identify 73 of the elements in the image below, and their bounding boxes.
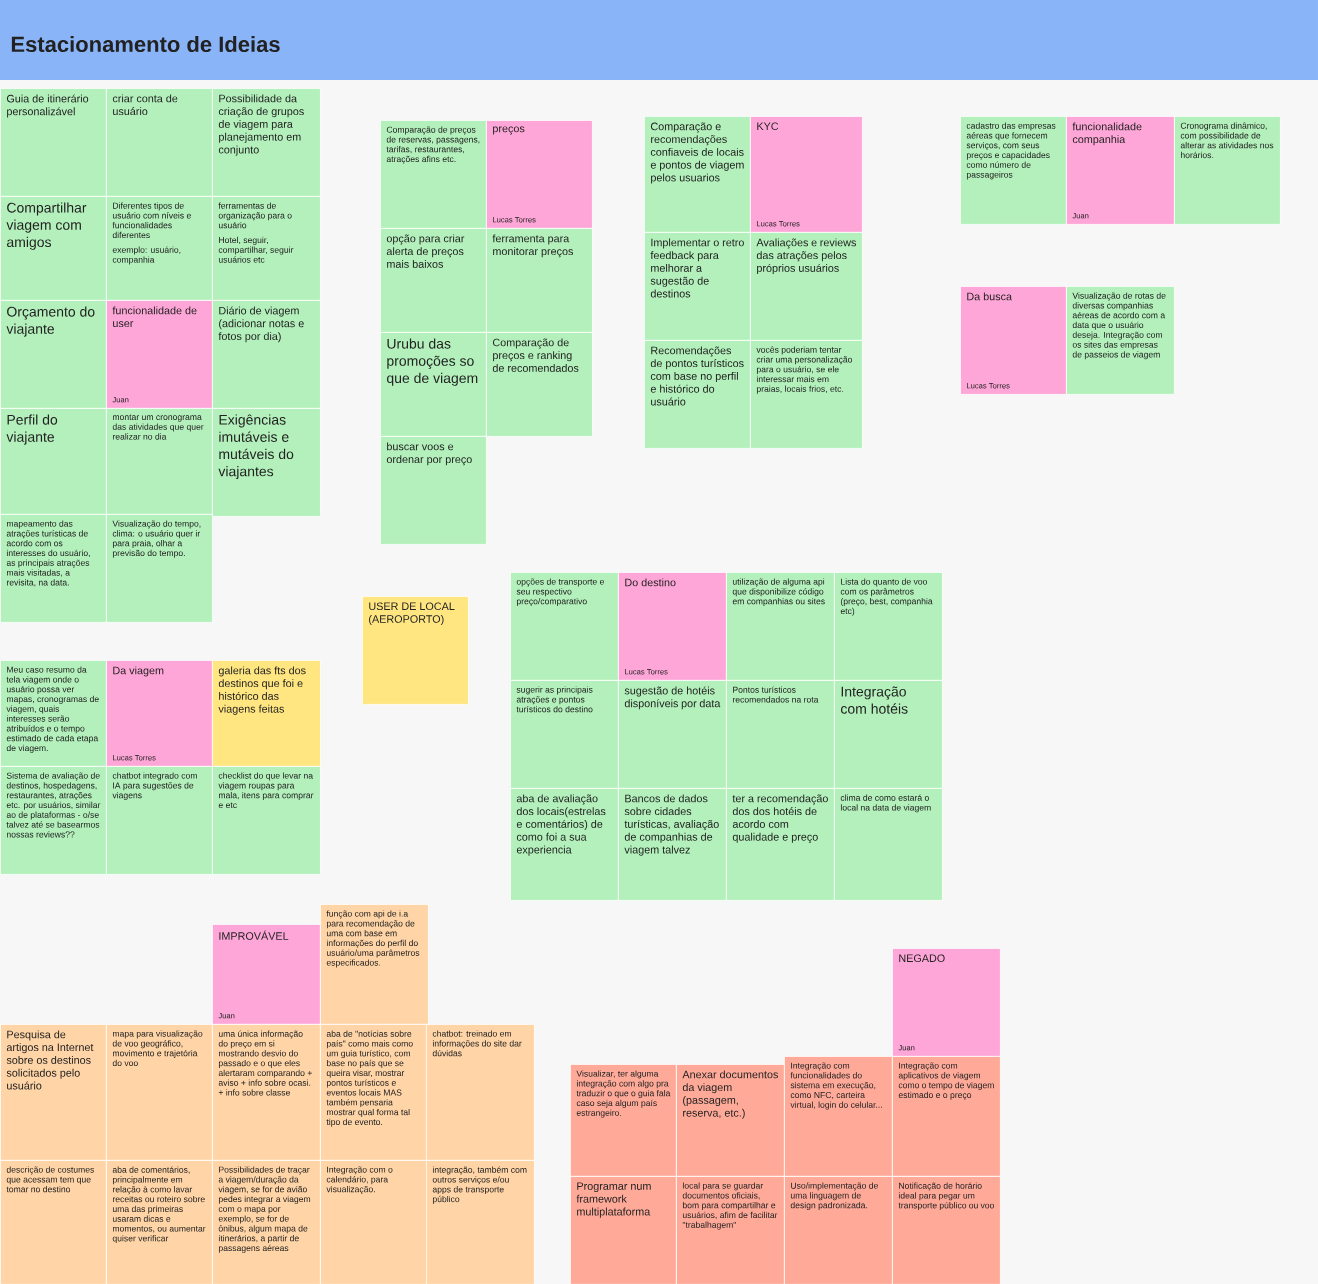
sticky-note [0, 660, 107, 767]
sticky-note [486, 228, 593, 333]
sticky-note [834, 788, 943, 901]
sticky-note [106, 196, 213, 301]
sticky-note [570, 1176, 677, 1284]
sticky-note [212, 408, 321, 517]
sticky-note [0, 196, 107, 301]
sticky-note [644, 116, 751, 233]
sticky-note [1066, 116, 1175, 225]
sticky-note [106, 514, 213, 623]
sticky-note [106, 766, 213, 875]
sticky-note [0, 408, 107, 515]
sticky-note [570, 1064, 677, 1177]
sticky-note [618, 788, 727, 901]
sticky-note [320, 904, 429, 1025]
sticky-note [618, 680, 727, 789]
sticky-note [892, 1056, 1001, 1177]
sticky-note [320, 1024, 429, 1161]
sticky-note [750, 340, 863, 449]
sticky-note [892, 1176, 1001, 1284]
sticky-note [0, 1024, 107, 1161]
sticky-note [0, 514, 107, 623]
sticky-note [212, 924, 321, 1025]
sticky-note [426, 1160, 535, 1284]
sticky-note [380, 120, 487, 229]
sticky-note [380, 332, 487, 437]
sticky-note [784, 1056, 893, 1177]
sticky-note [510, 572, 619, 681]
sticky-note [510, 680, 619, 789]
sticky-note [618, 572, 727, 681]
sticky-note [676, 1064, 785, 1177]
sticky-note [726, 680, 835, 789]
sticky-note [212, 300, 321, 409]
sticky-note [676, 1176, 785, 1284]
sticky-note [380, 436, 487, 545]
sticky-note [106, 1024, 213, 1161]
sticky-note [960, 286, 1067, 395]
sticky-note [834, 680, 943, 789]
sticky-note [380, 228, 487, 333]
sticky-note [0, 88, 107, 197]
sticky-note [834, 572, 943, 681]
sticky-note [0, 766, 107, 875]
sticky-note [426, 1024, 535, 1161]
sticky-note [106, 300, 213, 409]
sticky-note [0, 1160, 107, 1284]
sticky-note [1174, 116, 1281, 225]
sticky-note [212, 88, 321, 197]
sticky-note [750, 116, 863, 233]
sticky-note [212, 196, 321, 301]
sticky-note [644, 232, 751, 341]
sticky-note [106, 408, 213, 515]
sticky-note [0, 300, 107, 409]
sticky-note [362, 596, 469, 705]
sticky-note [212, 1024, 321, 1161]
sticky-note [750, 232, 863, 341]
sticky-note [892, 948, 1001, 1057]
sticky-note [212, 1160, 321, 1284]
sticky-note [486, 332, 593, 437]
sticky-note [106, 1160, 213, 1284]
sticky-note [212, 766, 321, 875]
sticky-note [212, 660, 321, 767]
sticky-note [726, 788, 835, 901]
sticky-note [106, 88, 213, 197]
sticky-note [320, 1160, 429, 1284]
sticky-note [486, 120, 593, 229]
sticky-note [1066, 286, 1175, 395]
sticky-note [726, 572, 835, 681]
sticky-note [106, 660, 213, 767]
sticky-note [644, 340, 751, 449]
sticky-note [784, 1176, 893, 1284]
sticky-note [510, 788, 619, 901]
board-title: Estacionamento de Ideias [11, 35, 280, 53]
sticky-note [960, 116, 1067, 225]
